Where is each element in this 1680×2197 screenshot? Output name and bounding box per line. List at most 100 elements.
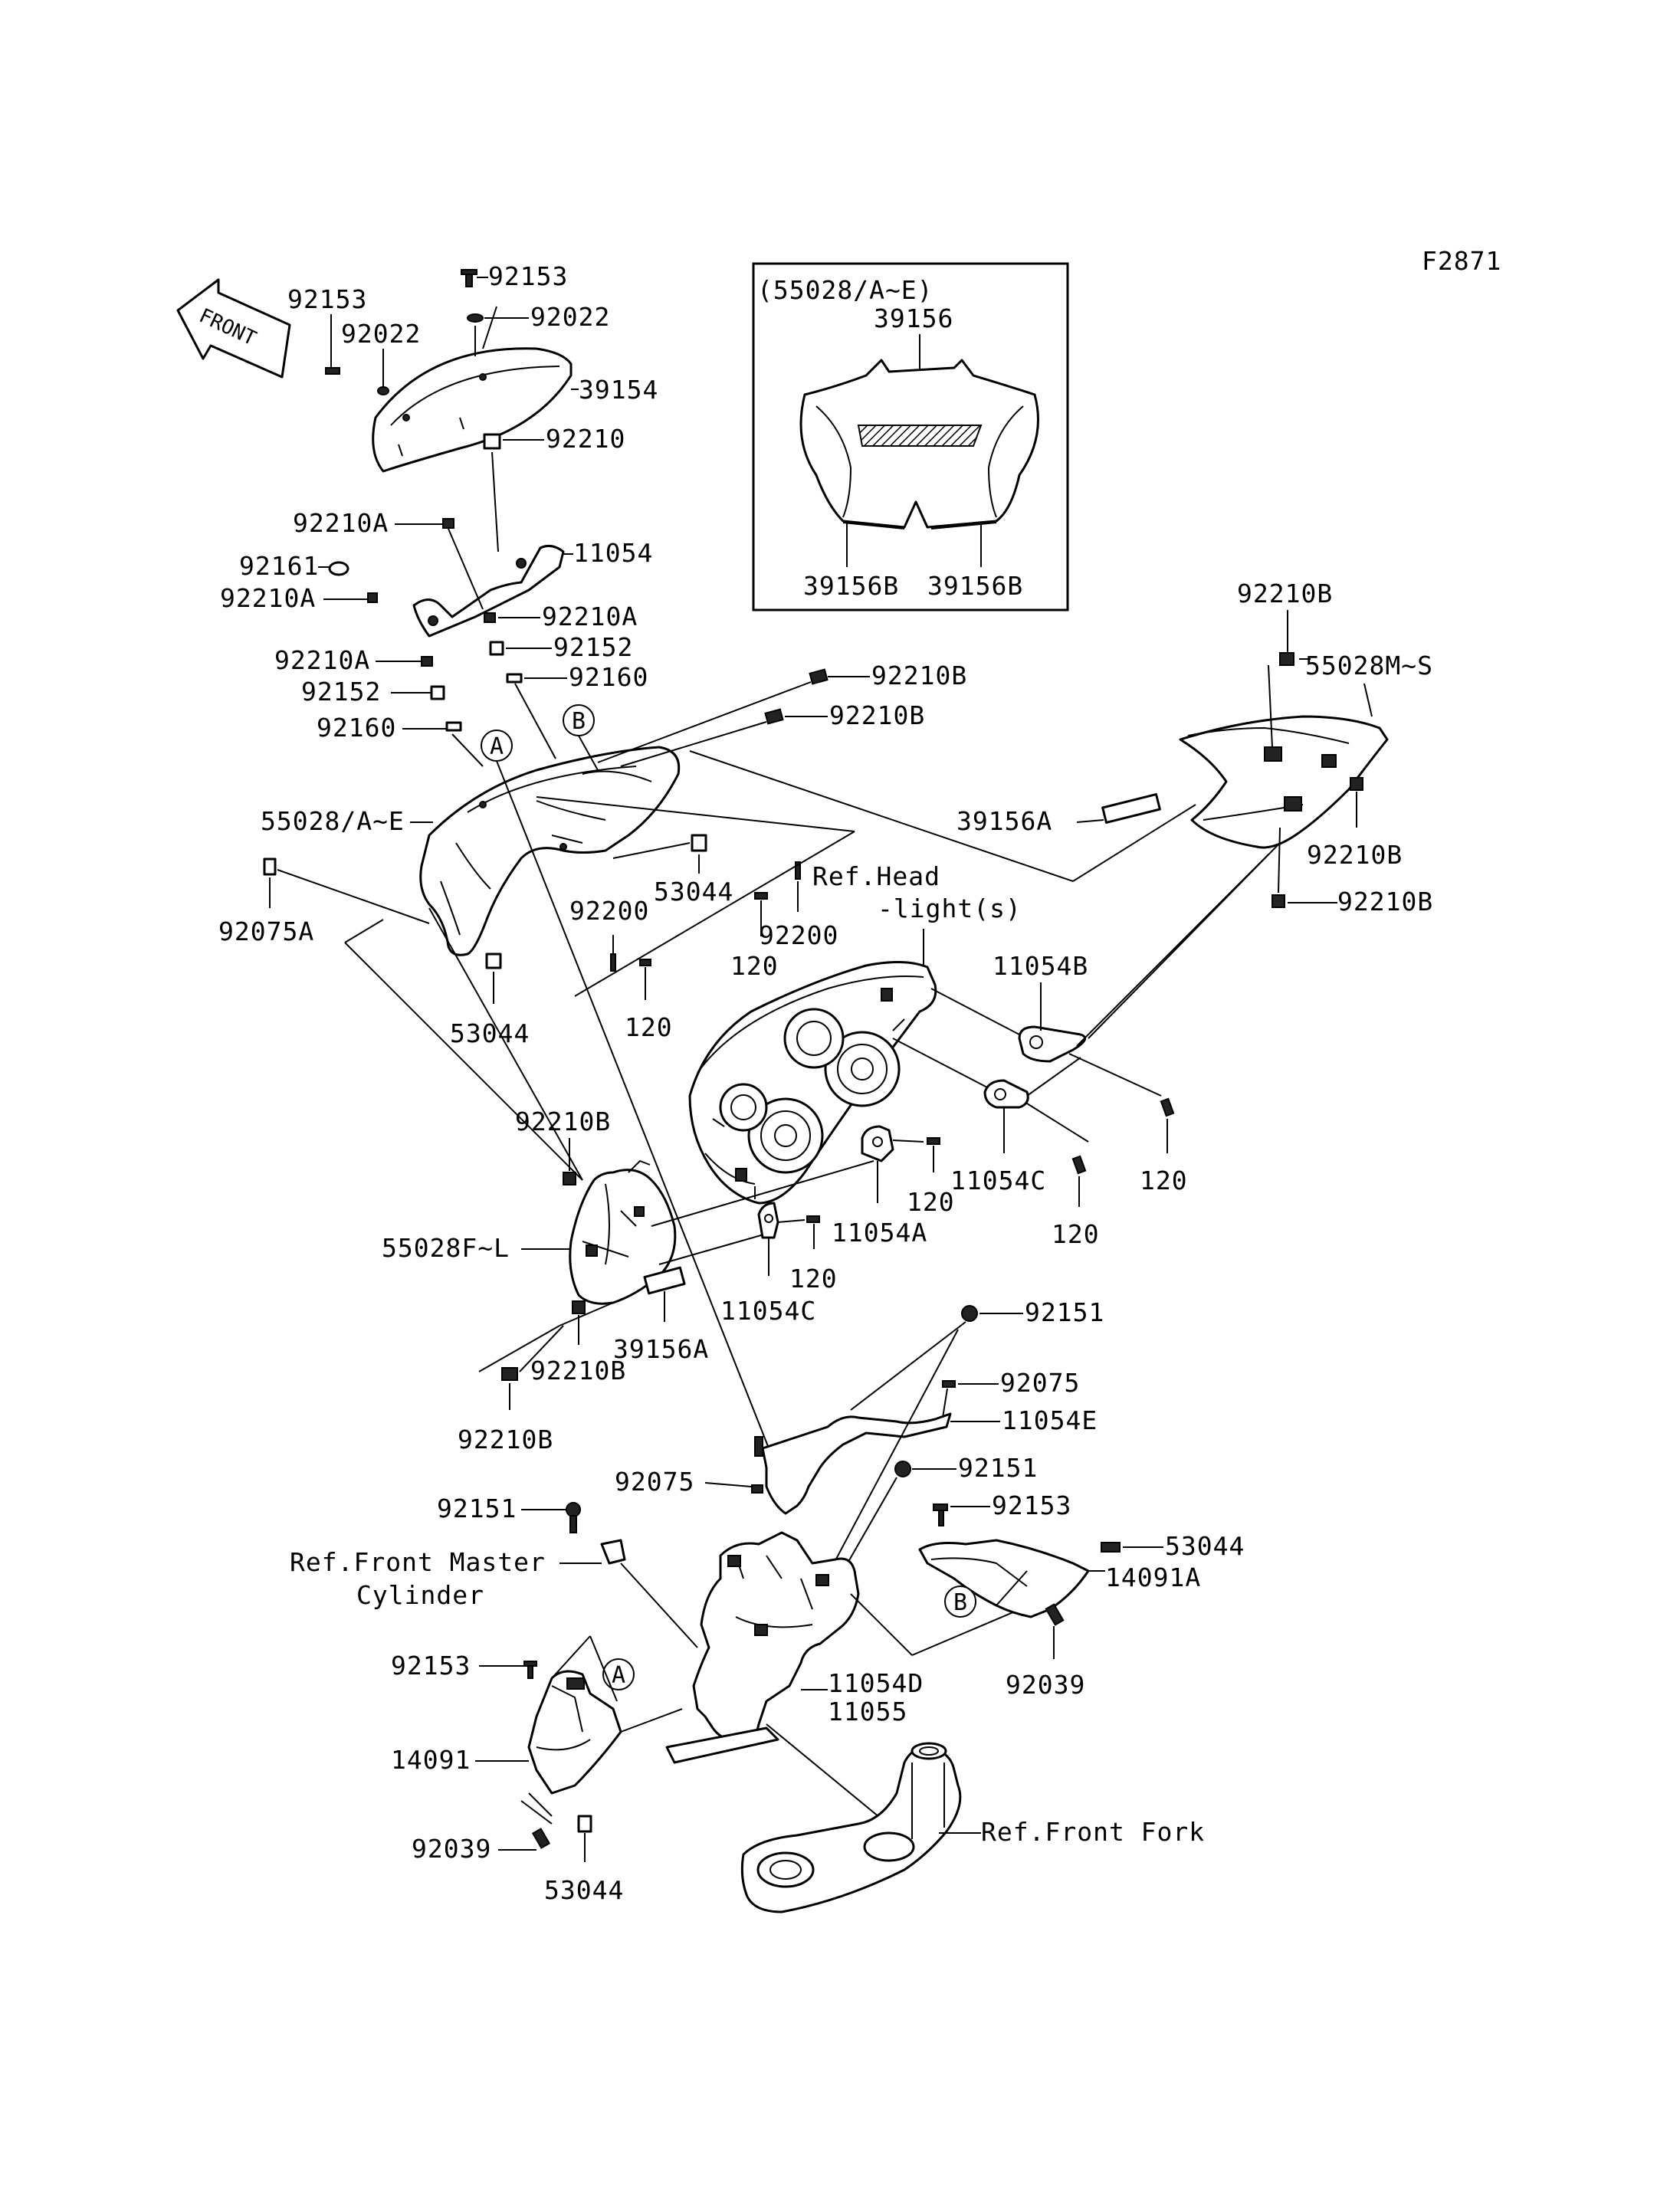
label-ref-front-fork: Ref.Front Fork [981, 1817, 1205, 1847]
side-cowl-right-part [1179, 715, 1389, 849]
screw-92039-right-icon [1045, 1603, 1065, 1626]
screw-120-d-icon [1071, 1155, 1087, 1175]
bolt-92153-right-icon [933, 1503, 948, 1526]
label-120-e: 120 [907, 1187, 955, 1217]
label-92039-left: 92039 [412, 1834, 491, 1864]
nut-92151-top-icon [961, 1305, 978, 1322]
inset-label-39156b-left: 39156B [803, 571, 899, 601]
collar-92152-right-icon [489, 641, 504, 656]
label-92210a-1: 92210A [293, 508, 389, 538]
label-14091: 14091 [391, 1745, 471, 1775]
inset-title: (55028/A~E) [757, 275, 934, 305]
sticker-39156a-upper-icon [1101, 793, 1161, 824]
callout-a-top-letter: A [490, 733, 504, 760]
callout-b-top-letter: B [572, 708, 586, 735]
windshield-part [372, 347, 573, 473]
screw-120-f-icon [806, 1215, 820, 1223]
label-120-d: 120 [1052, 1219, 1100, 1249]
label-120-f: 120 [789, 1264, 838, 1294]
stay-11054e-part [754, 1412, 952, 1515]
grommet-92210-icon [483, 433, 501, 450]
washer-92022-top-icon [467, 313, 484, 323]
front-arrow-icon: FRONT [176, 278, 291, 379]
label-11054b: 11054B [993, 951, 1088, 981]
screw-120-a-icon [754, 892, 768, 900]
label-92210b-right-mid: 92210B [1307, 840, 1403, 870]
label-92039-right: 92039 [1006, 1670, 1085, 1700]
grommet-92210b-left-top-icon [563, 1172, 576, 1185]
pad-53044-right-icon [1101, 1542, 1121, 1553]
grommet-92210b-right-mid-icon [1350, 777, 1363, 791]
nut-92151-mid-icon [894, 1461, 911, 1477]
label-92153-top: 92153 [488, 261, 568, 291]
callout-b-top-icon: B [563, 704, 595, 736]
label-92153-lower-left: 92153 [391, 1651, 471, 1681]
label-92210b-left-top: 92210B [515, 1107, 611, 1136]
label-92160-right: 92160 [569, 662, 648, 692]
stay-11054d-part [665, 1531, 860, 1764]
front-fork-stem-part [740, 1742, 962, 1913]
label-92210b-b: 92210B [829, 700, 925, 730]
label-92151-left: 92151 [437, 1494, 517, 1523]
bracket-11054-part [412, 544, 565, 638]
grommet-92210a-3-icon [484, 612, 496, 623]
label-92152-left: 92152 [301, 677, 381, 707]
label-92210b-right-top: 92210B [1237, 579, 1333, 608]
upper-cowl-part [419, 746, 681, 956]
bracket-11054a-part [861, 1125, 894, 1162]
screw-92039-left-icon [531, 1828, 551, 1849]
grommet-92161-icon [328, 561, 349, 576]
label-92022-top: 92022 [530, 302, 610, 332]
label-14091a: 14091A [1105, 1562, 1201, 1592]
bracket-11054c-right-part [983, 1079, 1029, 1109]
label-120-b: 120 [625, 1012, 673, 1042]
grommet-92210b-right-top-icon [1279, 652, 1294, 666]
label-92075a: 92075A [218, 917, 314, 946]
screw-92075-left-icon [751, 1484, 763, 1494]
screw-120-e-icon [927, 1137, 940, 1145]
label-11055: 11055 [828, 1697, 907, 1726]
pad-53044-lower-icon [485, 953, 502, 969]
label-92161: 92161 [239, 551, 319, 581]
label-11054a: 11054A [832, 1218, 927, 1248]
label-53044-right: 53044 [1165, 1531, 1245, 1561]
collar-92160-right-icon [506, 673, 523, 684]
inset-box: (55028/A~E) 39156 39156B 39156B [752, 262, 1069, 612]
label-92160-left: 92160 [317, 713, 396, 743]
label-ref-head: Ref.Head [812, 861, 940, 891]
pad-53044-lower-left-icon [577, 1815, 592, 1833]
cover-14091a-part [918, 1539, 1090, 1618]
label-53044-lower-left: 53044 [544, 1875, 624, 1905]
callout-b-bottom-letter: B [953, 1589, 967, 1616]
grommet-92210b-a-icon [809, 668, 829, 685]
label-11054c-left: 11054C [720, 1296, 816, 1326]
label-92210: 92210 [546, 424, 625, 454]
grommet-92210b-lower-b-icon [501, 1367, 518, 1381]
label-120-c: 120 [1140, 1166, 1188, 1195]
label-11054e: 11054E [1002, 1405, 1098, 1435]
label-39154: 39154 [579, 375, 658, 405]
label-cylinder: Cylinder [356, 1580, 484, 1610]
callout-b-bottom-icon: B [944, 1585, 976, 1618]
callout-a-top-icon: A [481, 730, 513, 762]
collar-92152-left-icon [430, 685, 445, 700]
pad-53044-upper-icon [691, 834, 707, 852]
label-92075-right: 92075 [1000, 1368, 1080, 1398]
label-55028f-l: 55028F~L [382, 1233, 510, 1263]
label-92151-top: 92151 [1025, 1297, 1104, 1327]
label-11054c-right: 11054C [950, 1166, 1046, 1195]
bolt-92153-lower-left-icon [523, 1661, 537, 1679]
label-11054d: 11054D [828, 1668, 924, 1698]
label-53044-lower: 53044 [450, 1018, 530, 1048]
label-120-a: 120 [730, 951, 779, 981]
master-cylinder-clamp-icon [600, 1539, 626, 1565]
label-92210b-lower-a: 92210B [530, 1356, 626, 1385]
grommet-92210b-b-icon [764, 708, 784, 725]
label-11054: 11054 [573, 538, 653, 568]
screw-92200-upper-icon [795, 861, 801, 880]
label-39156a-lower: 39156A [613, 1334, 709, 1364]
label-headlights: -light(s) [878, 894, 1022, 923]
label-92200-lower: 92200 [569, 896, 649, 926]
label-39156a-upper: 39156A [956, 806, 1052, 836]
